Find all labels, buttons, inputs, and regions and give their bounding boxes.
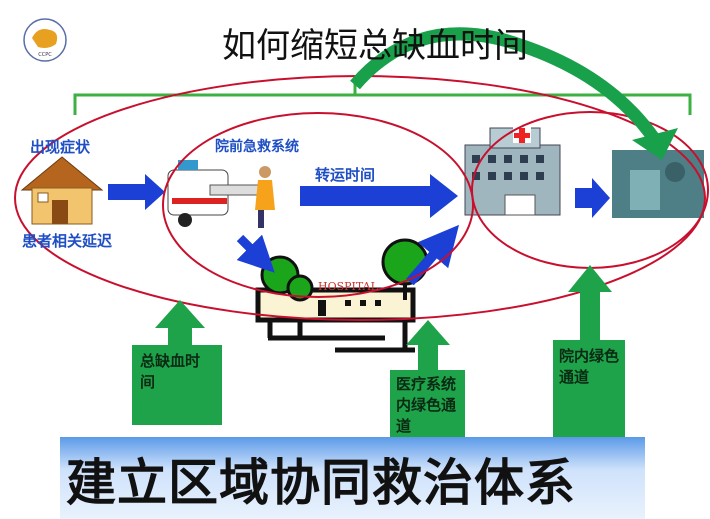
green-curved-arrow	[350, 27, 661, 144]
page-title: 如何缩短总缺血时间	[222, 26, 528, 66]
green-up-arrows	[155, 265, 612, 372]
label-prehospital: 院前急救系统	[215, 139, 299, 155]
box-system-green-channel: 医疗系统内绿色通道	[390, 370, 465, 440]
label-transport-time: 转运时间	[315, 166, 376, 184]
operating-room-photo	[612, 150, 704, 218]
box-total-ischemia: 总缺血时间	[132, 345, 222, 425]
logo: CCPC	[23, 18, 67, 62]
banner: 建立区域协同救治体系	[60, 437, 645, 519]
ambulance-icon	[167, 160, 275, 228]
hospital-building-icon	[464, 125, 561, 216]
arrow-transport	[300, 174, 458, 218]
svg-text:CCPC: CCPC	[38, 52, 52, 58]
box-inhospital-green-channel: 院内绿色通道	[553, 340, 625, 440]
label-patient-delay: 患者相关延迟	[22, 232, 113, 250]
house-icon	[20, 156, 104, 225]
arrow-home-to-ambulance	[108, 174, 165, 210]
arrow-small-to-big-hospital	[406, 224, 460, 286]
arrow-to-or	[575, 178, 610, 218]
hospital-sign: HOSPITAL	[318, 280, 378, 293]
arrow-to-small-hospital	[236, 234, 275, 273]
green-bracket	[73, 78, 692, 115]
banner-text: 建立区域协同救治体系	[66, 454, 576, 512]
label-symptom-onset: 出现症状	[30, 138, 91, 156]
flow-arrows	[108, 174, 610, 286]
